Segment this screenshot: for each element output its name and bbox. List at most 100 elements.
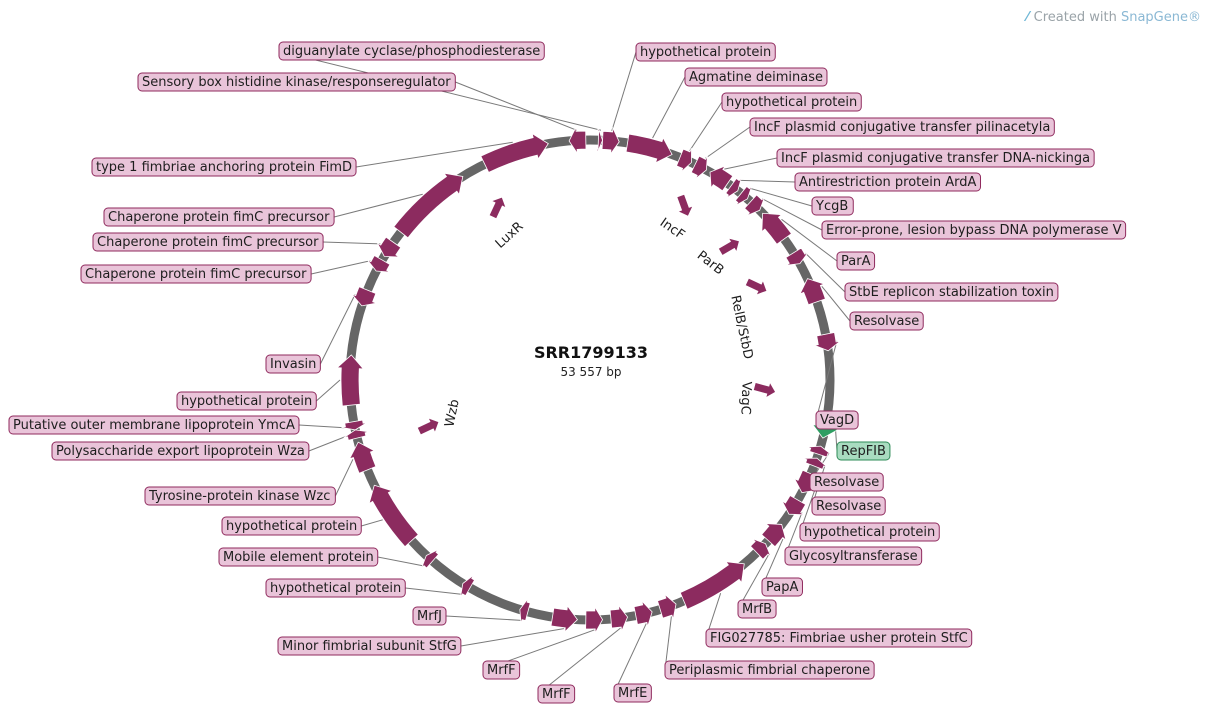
- feature-arrow[interactable]: [709, 165, 734, 192]
- feature-label[interactable]: [80, 264, 312, 284]
- feature-label[interactable]: [265, 354, 321, 374]
- feature-arrow[interactable]: [676, 148, 692, 173]
- feature-arrow[interactable]: [519, 598, 531, 624]
- feature-label[interactable]: [176, 391, 317, 411]
- feature-arrow[interactable]: [609, 603, 629, 633]
- feature-arrow[interactable]: [393, 172, 464, 239]
- feature-label[interactable]: [635, 42, 776, 62]
- feature-label[interactable]: [92, 232, 324, 252]
- label-leader-line: [724, 157, 778, 170]
- feature-label[interactable]: [218, 547, 379, 567]
- label-leader-line: [740, 179, 796, 183]
- feature-arrow[interactable]: [633, 599, 653, 628]
- snapgene-credit: ⁄Created with SnapGene®: [1026, 10, 1201, 25]
- feature-label[interactable]: [749, 117, 1055, 137]
- feature-arrow[interactable]: [367, 254, 391, 273]
- feature-label[interactable]: [613, 683, 652, 703]
- label-leader-line: [821, 286, 851, 322]
- feature-label[interactable]: [849, 311, 924, 331]
- feature-label[interactable]: [776, 148, 1095, 168]
- feature-label[interactable]: [721, 92, 862, 112]
- feature-label[interactable]: [137, 72, 456, 92]
- feature-label[interactable]: [412, 606, 447, 626]
- feature-arrow[interactable]: [368, 484, 419, 548]
- feature-arrow[interactable]: [343, 429, 370, 441]
- feature-label[interactable]: [664, 660, 875, 680]
- feature-arrow[interactable]: [812, 332, 842, 352]
- feature-label[interactable]: [705, 628, 973, 648]
- feature-label[interactable]: [737, 599, 777, 619]
- feature-arrow[interactable]: [744, 194, 766, 217]
- feature-arrow[interactable]: [657, 593, 677, 621]
- inner-feature-arrow[interactable]: [486, 194, 510, 221]
- feature-arrow[interactable]: [601, 126, 620, 156]
- feature-label[interactable]: [809, 472, 884, 492]
- feature-label[interactable]: [836, 441, 891, 461]
- label-leader-line: [298, 424, 345, 429]
- feature-label[interactable]: [278, 41, 545, 61]
- feature-arrow[interactable]: [679, 561, 745, 610]
- feature-label[interactable]: [221, 516, 362, 536]
- snapgene-logo-icon: ⁄: [1026, 10, 1029, 25]
- feature-label[interactable]: [761, 577, 803, 597]
- feature-label-text: hypothetical protein: [226, 519, 357, 534]
- inner-feature-arrow[interactable]: [744, 275, 771, 299]
- feature-label[interactable]: [537, 684, 576, 704]
- feature-arrow[interactable]: [568, 125, 587, 155]
- feature-label[interactable]: [144, 486, 336, 506]
- feature-label[interactable]: [815, 410, 859, 430]
- feature-arrow[interactable]: [348, 441, 377, 474]
- feature-arrow[interactable]: [785, 247, 809, 266]
- feature-label[interactable]: [265, 578, 406, 598]
- feature-arrow[interactable]: [749, 538, 772, 560]
- feature-label[interactable]: [8, 415, 300, 435]
- feature-arrow[interactable]: [761, 523, 787, 548]
- feature-label[interactable]: [784, 546, 923, 566]
- feature-arrow[interactable]: [350, 286, 378, 307]
- feature-arrow[interactable]: [802, 457, 828, 470]
- feature-label[interactable]: [811, 196, 854, 216]
- feature-label[interactable]: [277, 636, 462, 656]
- feature-label[interactable]: [482, 660, 521, 680]
- feature-arrows: [336, 125, 842, 635]
- inner-feature-arrow[interactable]: [416, 415, 443, 439]
- feature-label[interactable]: [821, 220, 1127, 240]
- feature-label-text: IncF plasmid conjugative transfer DNA-ni…: [781, 151, 1090, 166]
- feature-label[interactable]: [844, 282, 1059, 302]
- feature-label[interactable]: [799, 522, 940, 542]
- feature-arrow[interactable]: [734, 185, 753, 206]
- feature-arrow[interactable]: [480, 132, 549, 173]
- feature-arrow[interactable]: [761, 212, 793, 245]
- feature-arrow[interactable]: [625, 133, 673, 164]
- feature-arrow[interactable]: [376, 236, 402, 258]
- feature-label[interactable]: [811, 496, 886, 516]
- feature-label[interactable]: [51, 441, 310, 461]
- feature-arrow[interactable]: [460, 574, 476, 598]
- label-leader-line: [664, 616, 672, 671]
- label-leader-line: [689, 101, 723, 152]
- feature-arrow[interactable]: [799, 278, 826, 306]
- feature-arrow[interactable]: [690, 155, 708, 180]
- feature-arrow[interactable]: [806, 445, 832, 458]
- feature-arrow[interactable]: [420, 548, 440, 569]
- feature-arrow[interactable]: [725, 177, 742, 199]
- feature-arrow[interactable]: [596, 126, 603, 154]
- feature-label[interactable]: [91, 157, 357, 177]
- feature-label[interactable]: [794, 172, 982, 192]
- feature-label[interactable]: [836, 251, 876, 271]
- inner-feature-arrow[interactable]: [673, 193, 696, 219]
- inner-feature-arrow[interactable]: [752, 379, 777, 400]
- feature-label-text: MrfJ: [417, 609, 442, 624]
- feature-arrow[interactable]: [336, 354, 365, 407]
- inner-feature-label: VagC: [737, 381, 753, 415]
- feature-label[interactable]: [103, 207, 335, 227]
- feature-arrow[interactable]: [585, 605, 604, 635]
- feature-label-text: Minor fimbrial subunit StfG: [282, 639, 457, 654]
- feature-arrow[interactable]: [781, 494, 807, 516]
- feature-arrow[interactable]: [550, 604, 578, 633]
- feature-arrow[interactable]: [341, 419, 368, 431]
- feature-label[interactable]: [684, 67, 828, 87]
- inner-feature-arrow[interactable]: [716, 234, 743, 259]
- feature-label-text: Chaperone protein fimC precursor: [97, 235, 319, 250]
